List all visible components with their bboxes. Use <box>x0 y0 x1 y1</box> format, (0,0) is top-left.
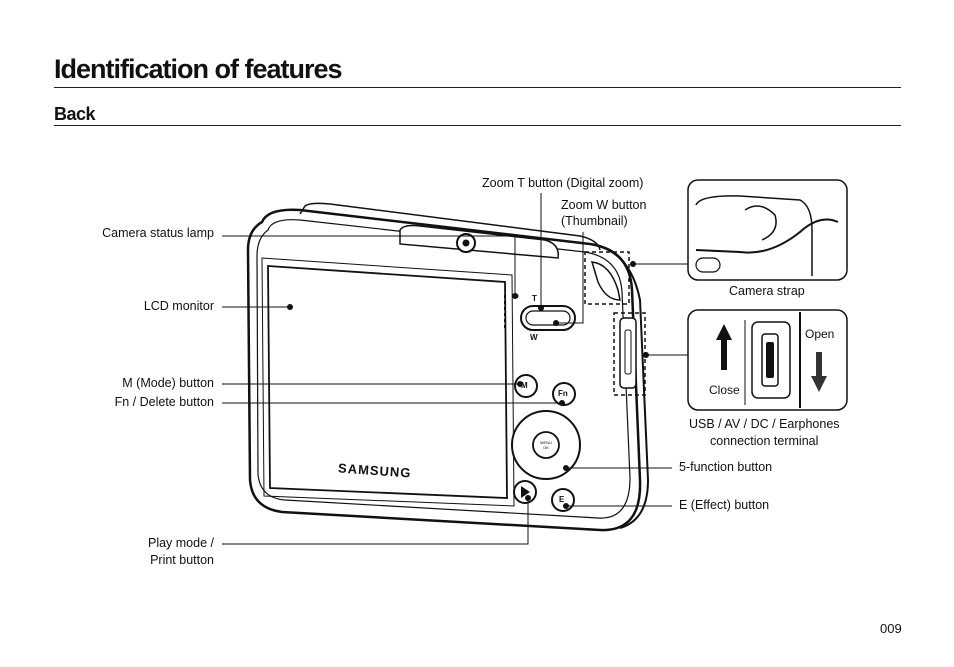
callout-usb-line1: USB / AV / DC / Earphones <box>689 417 840 431</box>
menu-ok-label[interactable]: MENU OK <box>540 440 552 450</box>
callout-usb-line2: connection terminal <box>710 434 819 448</box>
section-title: Back <box>54 104 96 124</box>
page-title: Identification of features <box>54 54 343 84</box>
callout-fn-delete-button: Fn / Delete button <box>114 395 214 409</box>
callout-camera-strap: Camera strap <box>729 284 805 298</box>
inset-open-label: Open <box>805 327 835 341</box>
inset-close-label: Close <box>709 383 740 397</box>
zoom-w-label: W <box>530 333 538 342</box>
callout-camera-status-lamp: Camera status lamp <box>102 226 214 240</box>
e-button-label[interactable]: E <box>559 495 565 504</box>
section-divider <box>54 125 901 126</box>
callout-zoom-w-line2: (Thumbnail) <box>561 214 628 228</box>
callout-zoom-t: Zoom T button (Digital zoom) <box>482 176 644 190</box>
page-number: 009 <box>880 621 902 636</box>
zoom-t-label: T <box>532 294 537 303</box>
callout-zoom-w-line1: Zoom W button <box>561 198 647 212</box>
title-divider <box>54 87 901 88</box>
m-button-label[interactable]: M <box>521 381 528 390</box>
callout-mode-button: M (Mode) button <box>122 376 214 390</box>
callout-play-mode-line1: Play mode / <box>147 536 214 550</box>
callout-play-mode-line2: Print button <box>150 553 214 567</box>
lcd-screen <box>267 265 508 499</box>
fn-button-label[interactable]: Fn <box>558 389 568 398</box>
callout-effect-button: E (Effect) button <box>679 498 770 512</box>
callout-lcd-monitor: LCD monitor <box>143 299 214 313</box>
callout-five-function: 5-function button <box>679 460 773 474</box>
